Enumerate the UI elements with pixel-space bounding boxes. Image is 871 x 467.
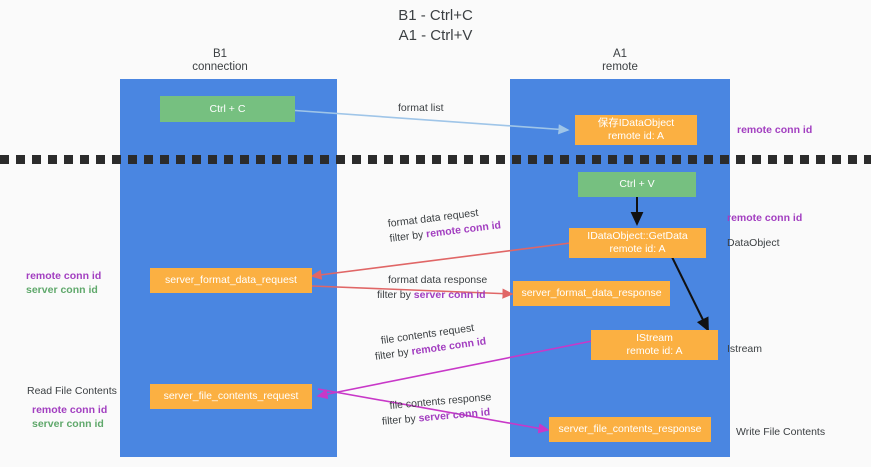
edge-label-format-data-response-line1: format data response <box>388 274 488 286</box>
column-header-a1: A1 remote <box>602 48 638 73</box>
annotation-remote-conn-id-top: remote conn id <box>737 124 813 136</box>
edge-label-fcres-prefix: filter by <box>381 412 420 428</box>
box-idataobject-getdata[interactable]: IDataObject::GetData remote id: A <box>569 228 706 258</box>
annotation-dataobject: DataObject <box>727 237 780 249</box>
box-server-format-data-request[interactable]: server_format_data_request <box>150 268 312 293</box>
edge-label-format-data-response: format data response filter by server co… <box>377 273 488 303</box>
edge-label-format-list-line1: format list <box>398 102 444 114</box>
annotation-left-remote-conn-id: remote conn id <box>26 270 102 282</box>
box-save-idataobject[interactable]: 保存IDataObject remote id: A <box>575 115 697 145</box>
edge-label-fdreq-prefix: filter by <box>388 228 427 245</box>
edge-label-fcreq-prefix: filter by <box>374 345 413 363</box>
page-title: B1 - Ctrl+C A1 - Ctrl+V <box>398 7 473 44</box>
edge-label-fdres-highlight: server conn id <box>413 289 486 301</box>
annotation-read-file-contents: Read File Contents <box>27 385 117 397</box>
box-server-file-contents-request[interactable]: server_file_contents_request <box>150 384 312 409</box>
edge-label-format-list: format list <box>398 101 444 116</box>
box-server-file-contents-response[interactable]: server_file_contents_response <box>549 417 711 442</box>
box-ctrl-v[interactable]: Ctrl + V <box>578 172 696 197</box>
annotation-remote-conn-id-mid: remote conn id <box>727 212 803 224</box>
box-ctrl-c[interactable]: Ctrl + C <box>160 96 295 122</box>
annotation-write-file-contents: Write File Contents <box>736 426 826 438</box>
column-header-b1: B1 connection <box>192 48 248 73</box>
box-server-format-data-response[interactable]: server_format_data_response <box>513 281 670 306</box>
edge-label-format-data-response-line2: filter by server conn id <box>377 288 487 303</box>
edge-label-file-contents-request: file contents request filter by remote c… <box>374 320 487 364</box>
edge-label-fdres-prefix: filter by <box>377 289 414 301</box>
box-istream[interactable]: IStream remote id: A <box>591 330 718 360</box>
annotation-istream: Istream <box>727 343 763 355</box>
annotation-left-remote-conn-id-2: remote conn id <box>32 404 108 416</box>
edge-label-file-contents-response: file contents response filter by server … <box>381 390 493 429</box>
edge-label-format-data-request: format data request filter by remote con… <box>387 203 502 246</box>
annotation-left-server-conn-id-2: server conn id <box>32 418 104 430</box>
phase-divider <box>0 155 871 164</box>
annotation-left-server-conn-id: server conn id <box>26 284 98 296</box>
